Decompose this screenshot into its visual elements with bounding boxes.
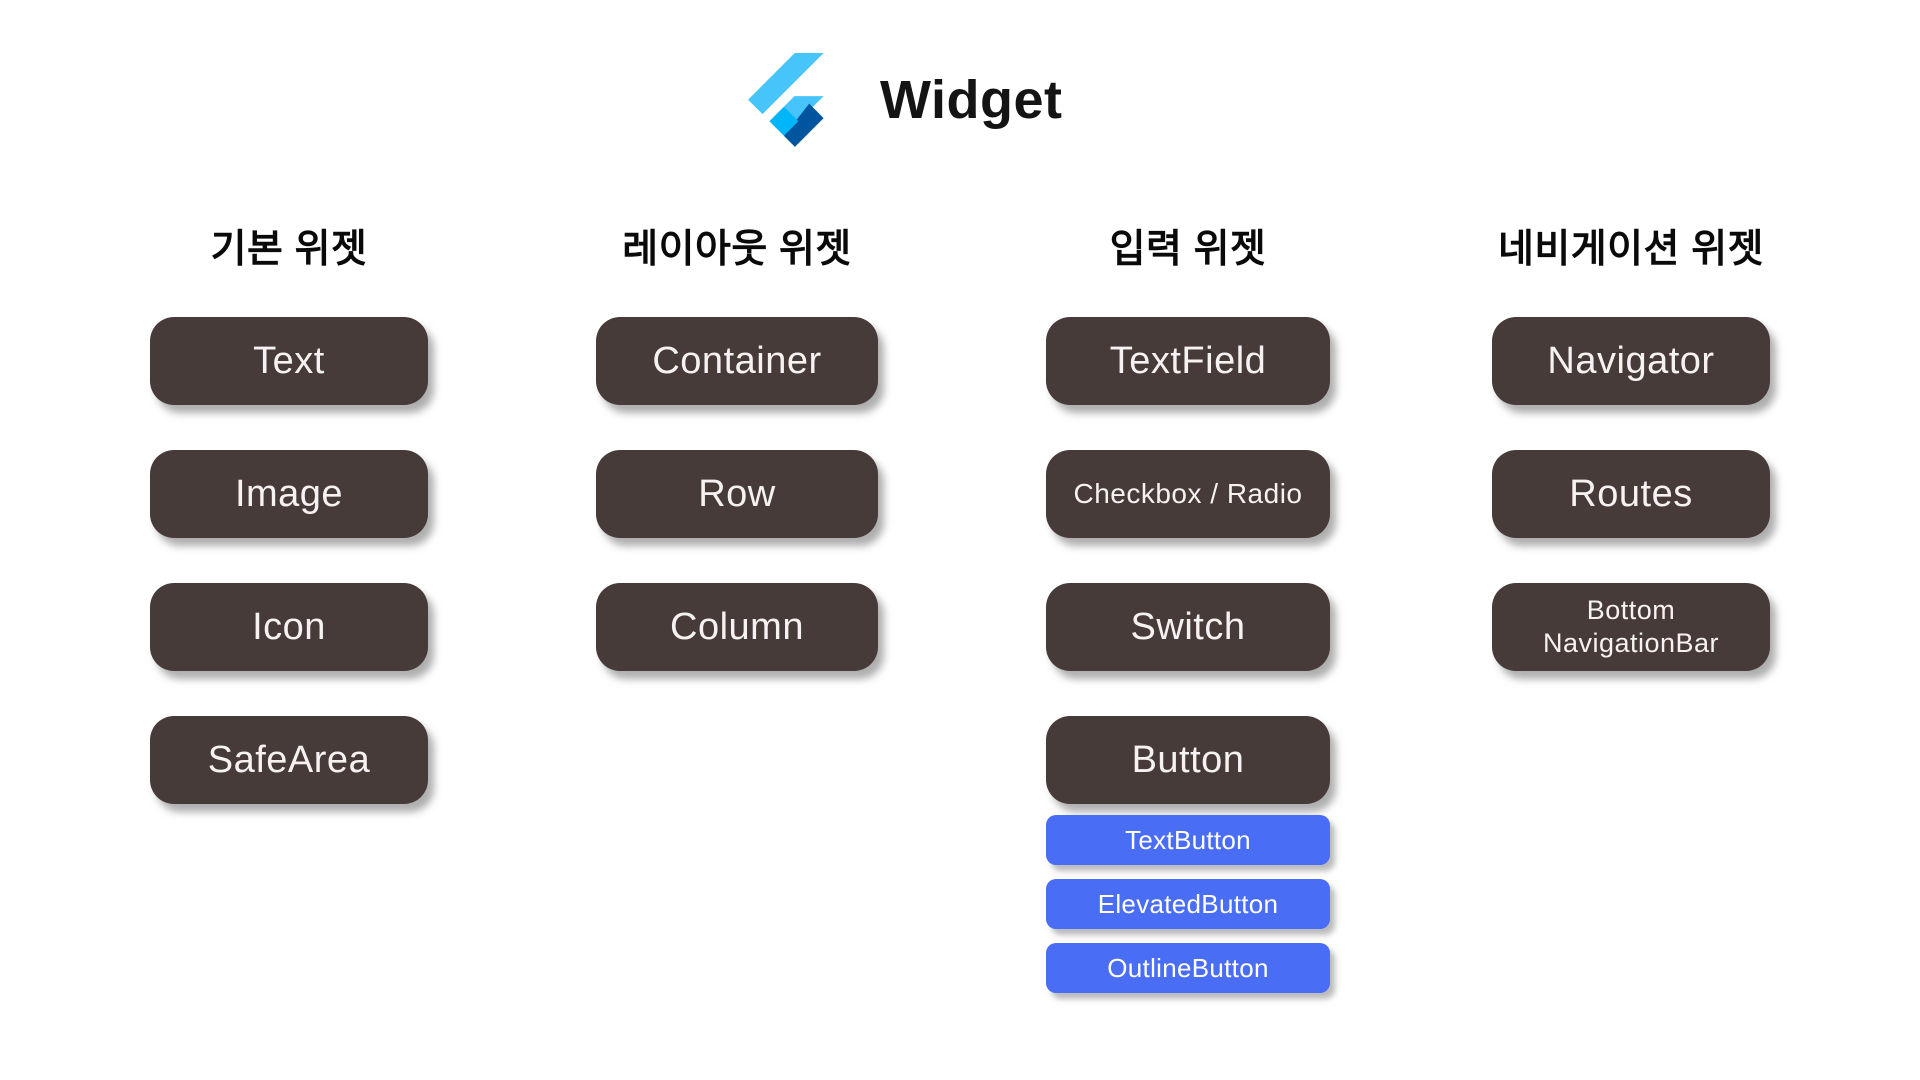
widget-item-textbutton: TextButton xyxy=(1046,815,1330,865)
widget-item-image: Image xyxy=(150,450,428,538)
column-header-navigation: 네비게이션 위젯 xyxy=(1498,228,1764,271)
widget-item-safearea: SafeArea xyxy=(150,716,428,804)
widget-item-checkbox-radio: Checkbox / Radio xyxy=(1046,450,1330,538)
title-row: Widget xyxy=(748,48,1062,152)
widget-item-row: Row xyxy=(596,450,878,538)
widget-item-bottomnavigationbar: Bottom NavigationBar xyxy=(1492,583,1770,671)
column-basic-widgets: 기본 위젯 Text Image Icon SafeArea xyxy=(150,220,428,849)
widget-item-routes: Routes xyxy=(1492,450,1770,538)
widget-item-elevatedbutton: ElevatedButton xyxy=(1046,879,1330,929)
column-header-layout: 레이아웃 위젯 xyxy=(622,228,852,271)
widget-item-button: Button xyxy=(1046,716,1330,804)
column-header-basic: 기본 위젯 xyxy=(210,228,368,271)
widget-item-column: Column xyxy=(596,583,878,671)
column-header-input: 입력 위젯 xyxy=(1109,228,1267,271)
column-input-widgets: 입력 위젯 TextField Checkbox / Radio Switch … xyxy=(1046,220,1330,1007)
widget-item-text: Text xyxy=(150,317,428,405)
widget-item-textfield: TextField xyxy=(1046,317,1330,405)
page-title: Widget xyxy=(880,70,1063,130)
widget-item-container: Container xyxy=(596,317,878,405)
widget-item-switch: Switch xyxy=(1046,583,1330,671)
column-navigation-widgets: 네비게이션 위젯 Navigator Routes Bottom Navigat… xyxy=(1492,220,1770,716)
column-layout-widgets: 레이아웃 위젯 Container Row Column xyxy=(596,220,878,716)
widget-item-icon: Icon xyxy=(150,583,428,671)
flutter-logo-icon xyxy=(748,53,824,147)
widget-item-outlinebutton: OutlineButton xyxy=(1046,943,1330,993)
button-subtypes-group: TextButton ElevatedButton OutlineButton xyxy=(1046,815,1330,993)
widget-item-navigator: Navigator xyxy=(1492,317,1770,405)
